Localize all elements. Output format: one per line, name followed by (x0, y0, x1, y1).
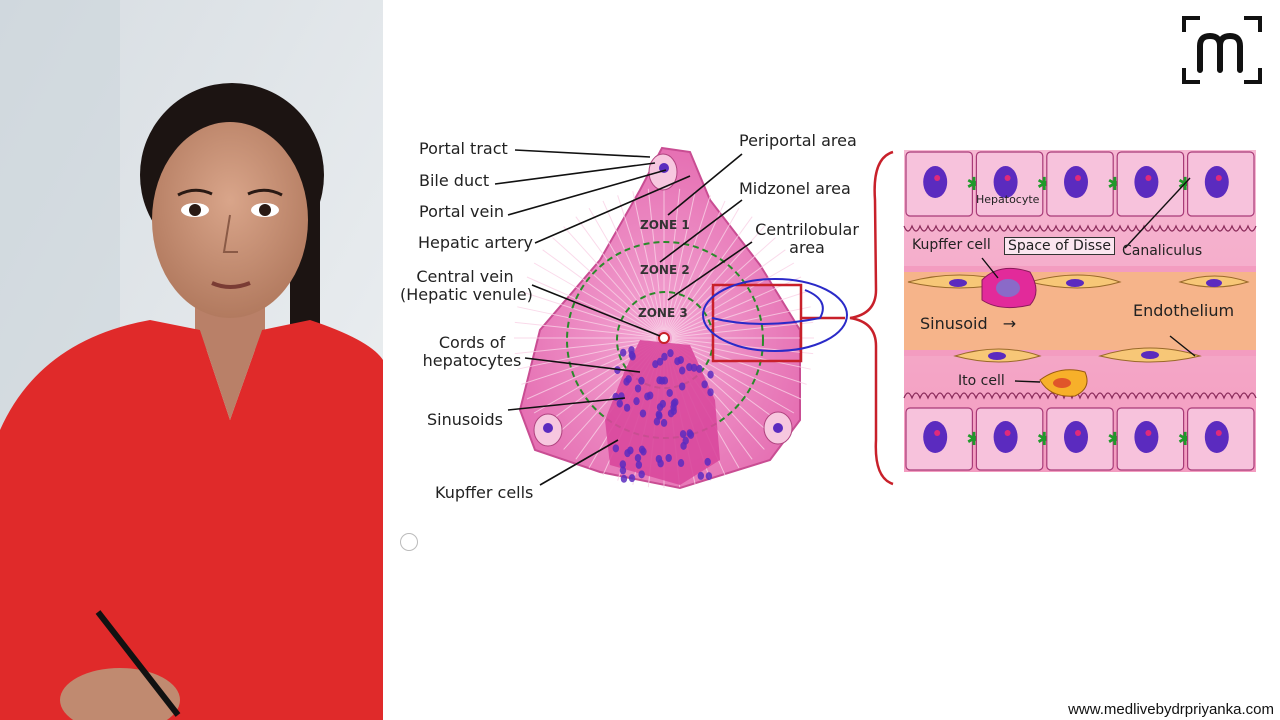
zone-1-label: ZONE 1 (640, 218, 690, 232)
label-centrilobular-line1: Centrilobular (755, 220, 859, 239)
zoom-box (711, 283, 803, 363)
central-vein (658, 332, 670, 344)
label-ito-cell: Ito cell (958, 373, 1005, 389)
annotation-loop (702, 278, 848, 352)
portal-tract-top (648, 153, 678, 191)
label-hepatocyte: Hepatocyte (976, 193, 1040, 206)
label-sinusoid-text: Sinusoid (920, 314, 988, 333)
label-central-vein-line1: Central vein (416, 267, 514, 286)
zone-2-label: ZONE 2 (640, 263, 690, 277)
label-centrilobular-line2: area (789, 238, 825, 258)
label-kupffer-cells: Kupffer cells (435, 483, 534, 502)
sinusoid-detail-panel: ✱✱✱✱ ✱✱✱✱ (903, 150, 1257, 472)
label-periportal-area: Periportal area (739, 131, 857, 150)
portal-tract-left (533, 413, 563, 447)
label-endothelium: Endothelium (1133, 301, 1235, 320)
detail-brace (849, 150, 894, 486)
slide-radio-button[interactable] (400, 533, 418, 551)
leader-lines (494, 149, 753, 486)
label-central-vein-line2: (Hepatic venule) (400, 285, 533, 305)
label-cords-line1: Cords of (438, 333, 506, 352)
label-centrilobular-area: Centrilobular area (752, 220, 862, 258)
label-portal-tract: Portal tract (419, 139, 508, 158)
label-cords-line2: hepatocytes (422, 351, 522, 371)
brand-logo-icon (1182, 16, 1262, 84)
label-canaliculus: Canaliculus (1122, 243, 1203, 259)
label-central-vein: Central vein (Hepatic venule) (400, 267, 533, 305)
presenter-video (0, 0, 383, 720)
label-sinusoid: Sinusoid → (920, 314, 1017, 333)
presenter-illustration (0, 0, 383, 720)
nuclei-cluster (612, 346, 714, 483)
label-cords: Cords of hepatocytes (418, 333, 526, 371)
hepatocyte-cords (605, 340, 720, 485)
label-bile-duct: Bile duct (419, 171, 490, 190)
zone-3-label: ZONE 3 (638, 306, 688, 320)
footer-website[interactable]: www.medlivebydrpriyanka.com (1068, 701, 1274, 718)
label-hepatic-artery: Hepatic artery (418, 233, 533, 252)
label-portal-vein: Portal vein (419, 202, 504, 221)
portal-tract-right (763, 411, 793, 445)
label-space-of-disse: Space of Disse (1004, 237, 1115, 255)
label-kupffer-cell: Kupffer cell (912, 237, 991, 253)
label-sinusoids: Sinusoids (427, 410, 503, 429)
label-midzonel-area: Midzonel area (739, 179, 851, 198)
sinusoid-arrow-icon: → (1002, 314, 1017, 333)
